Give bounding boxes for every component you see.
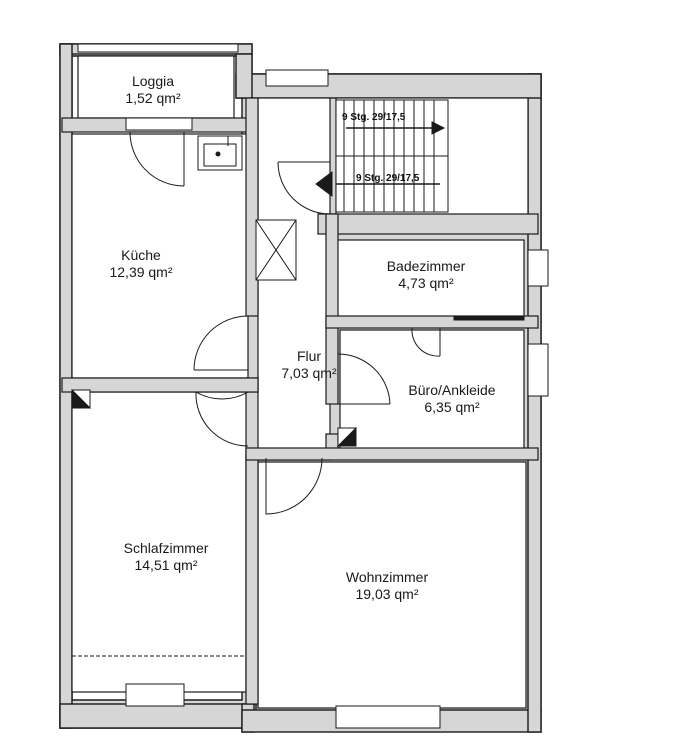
- window-wohn: [335, 705, 441, 729]
- window-loggia-top: [77, 43, 239, 53]
- door-kueche-flur: [193, 315, 249, 371]
- room-loggia-area: 1,52 qm²: [125, 90, 181, 106]
- room-badezimmer-name: Badezimmer: [386, 258, 466, 274]
- door-wohn-flur: [265, 457, 323, 515]
- bath-tub-edge: [453, 315, 525, 321]
- room-wohnzimmer-name: Wohnzimmer: [345, 569, 429, 585]
- door-flur-stairs: [277, 161, 331, 215]
- room-wohnzimmer: Wohnzimmer 19,03 qm²: [346, 569, 428, 603]
- room-kueche: Küche 12,39 qm²: [109, 247, 172, 281]
- stair-arrowhead-lower: [315, 171, 333, 197]
- window-flur-top: [265, 69, 329, 87]
- room-loggia-name: Loggia: [131, 73, 175, 89]
- room-buero: Büro/Ankleide 6,35 qm²: [408, 382, 495, 416]
- door-schlaf-flur: [195, 391, 249, 447]
- room-loggia: Loggia 1,52 qm²: [125, 73, 180, 107]
- door-buero-flur: [337, 353, 391, 405]
- room-flur: Flur 7,03 qm²: [281, 348, 336, 382]
- room-schlafzimmer: Schlafzimmer 14,51 qm²: [124, 540, 209, 574]
- stair-arrowhead-upper: [431, 121, 446, 135]
- window-buero: [527, 343, 549, 397]
- room-flur-name: Flur: [296, 348, 322, 364]
- window-loggia-kueche: [125, 117, 193, 131]
- room-flur-area: 7,03 qm²: [281, 365, 337, 381]
- door-loggia-kueche: [129, 131, 185, 187]
- window-bad: [527, 249, 549, 287]
- room-badezimmer-area: 4,73 qm²: [398, 275, 454, 291]
- door-bad: [411, 327, 441, 357]
- stair-label-lower: 9 Stg. 29/17,5: [356, 173, 420, 184]
- room-wohnzimmer-area: 19,03 qm²: [355, 586, 419, 602]
- room-schlafzimmer-name: Schlafzimmer: [123, 540, 209, 556]
- room-badezimmer: Badezimmer 4,73 qm²: [387, 258, 466, 292]
- sink-icon: [197, 135, 243, 171]
- room-kueche-name: Küche: [121, 247, 161, 263]
- room-schlafzimmer-area: 14,51 qm²: [134, 557, 198, 573]
- room-kueche-area: 12,39 qm²: [109, 264, 173, 280]
- window-schlaf: [125, 683, 185, 707]
- room-buero-name: Büro/Ankleide: [408, 382, 496, 398]
- stair-label-upper: 9 Stg. 29/17,5: [342, 112, 406, 123]
- room-buero-area: 6,35 qm²: [424, 399, 480, 415]
